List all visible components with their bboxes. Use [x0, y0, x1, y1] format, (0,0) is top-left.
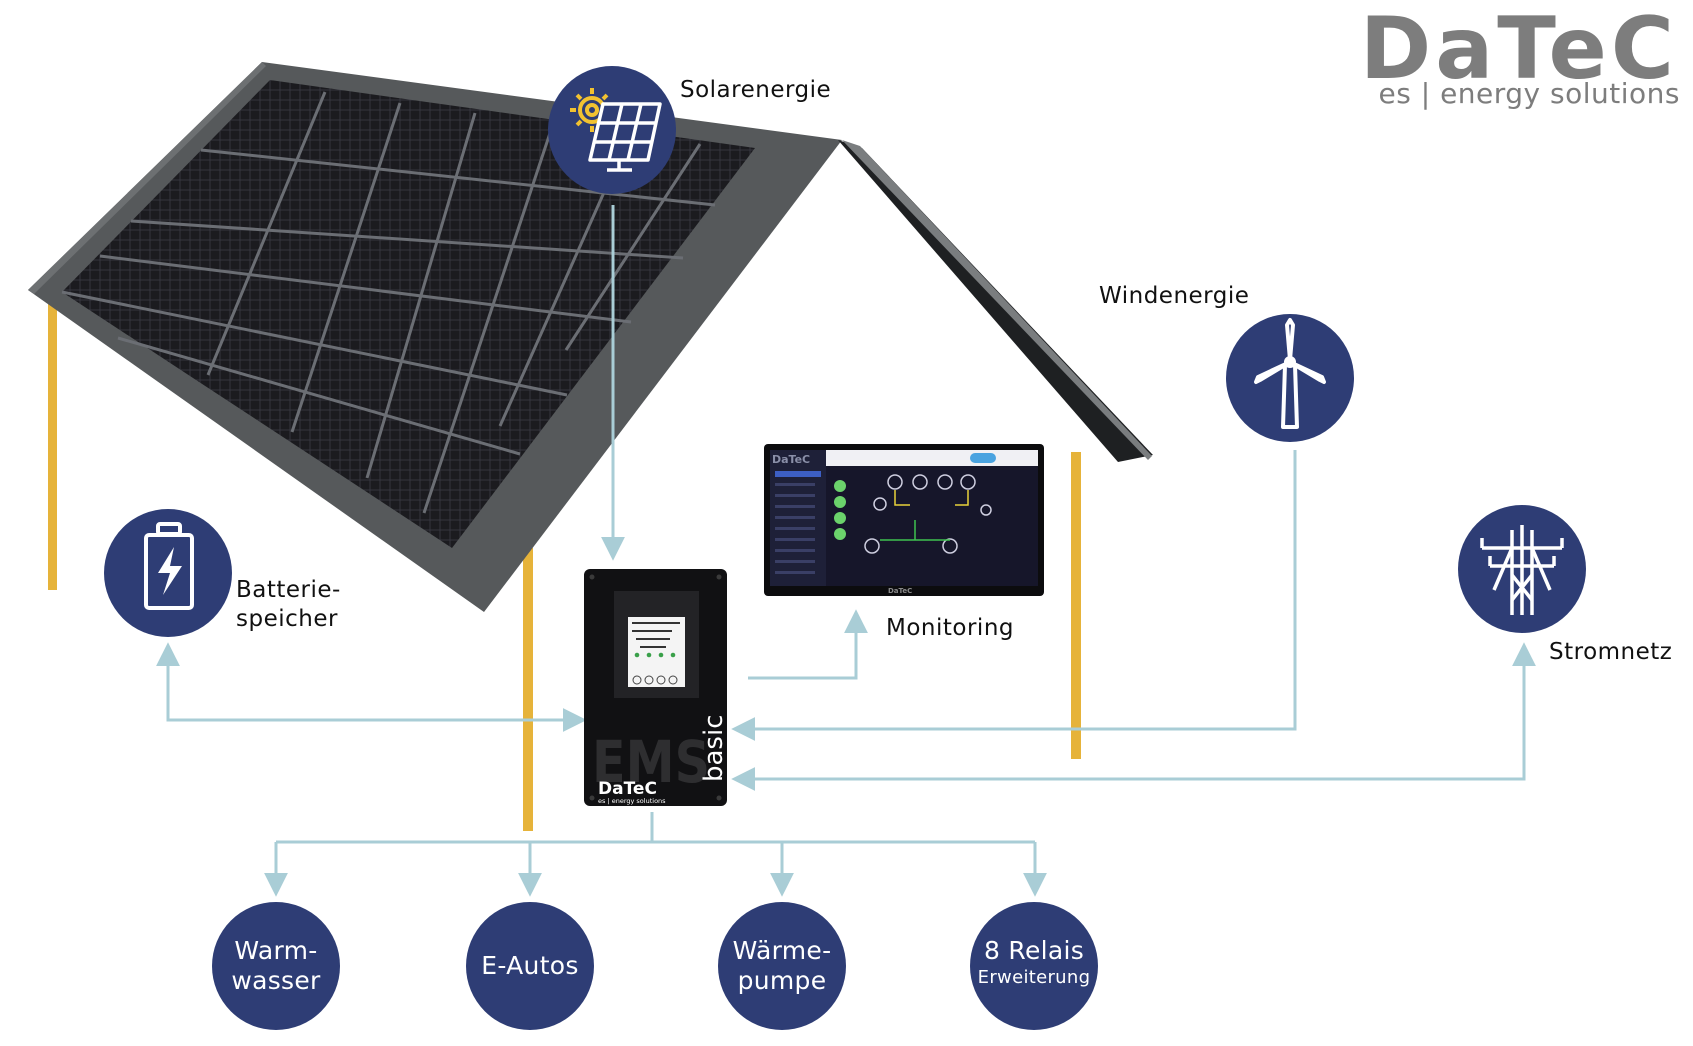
ems-basic-device: EMS basic DaTeC es | energy solutions [584, 569, 729, 806]
label-battery-line2: speicher [236, 606, 338, 632]
relais-line2: Erweiterung [977, 967, 1091, 988]
solar-circle [548, 66, 676, 194]
arrow-battery-ems [156, 642, 587, 732]
consumer-label-waermepumpe: Wärme- pumpe [718, 936, 846, 996]
consumer-circle-waermepumpe [718, 902, 846, 1030]
wind-turbine-icon [1254, 318, 1326, 429]
consumer-circle-warmwasser [212, 902, 340, 1030]
pole-left [48, 300, 57, 590]
ems-device-logo: DaTeC [598, 779, 657, 799]
solar-roof [28, 62, 1153, 612]
label-battery-line1: Batterie- [236, 577, 341, 603]
relais-line1: 8 Relais [983, 936, 1085, 965]
consumer-label-warmwasser: Warm- wasser [212, 936, 340, 996]
power-pylon-icon [1480, 525, 1564, 615]
solar-panel-array [62, 80, 755, 548]
connection-lines [156, 205, 1536, 897]
consumer-circle-eautos [466, 902, 594, 1030]
label-wind: Windenergie [1099, 283, 1250, 309]
panel-grid [61, 91, 716, 514]
datec-tagline: es | energy solutions [1378, 77, 1680, 110]
consumer-circle-relais [970, 902, 1098, 1030]
monitor-footer-logo: DaTeC [888, 587, 912, 595]
waermepumpe-line2: pumpe [737, 966, 827, 995]
arrow-grid-ems [731, 642, 1536, 791]
pole-right [1071, 452, 1081, 759]
label-monitoring: Monitoring [886, 615, 1014, 641]
pole-middle [523, 548, 533, 831]
ems-side-label: basic [699, 714, 729, 782]
battery-circle [104, 509, 232, 637]
datec-logo: DaTeC [1359, 0, 1678, 99]
label-grid: Stromnetz [1549, 639, 1673, 665]
consumer-label-relais: 8 Relais Erweiterung [970, 936, 1098, 990]
label-battery: Batterie- speicher [236, 576, 341, 634]
ems-big-letters: EMS [592, 728, 710, 796]
monitoring-tablet: DaTeC DaTeC [764, 444, 1044, 596]
ems-device-tagline: es | energy solutions [598, 797, 666, 805]
battery-charging-icon [144, 522, 194, 610]
grid-circle [1458, 505, 1586, 633]
label-solar: Solarenergie [680, 77, 832, 103]
wind-circle [1226, 314, 1354, 442]
solar-panel-sun-icon [570, 88, 662, 172]
arrow-ems-to-monitoring [748, 609, 868, 680]
warmwasser-line1: Warm- [234, 936, 318, 965]
monitor-logo: DaTeC [772, 453, 810, 466]
warmwasser-line2: wasser [231, 966, 321, 995]
roof-right-edge [842, 140, 1152, 460]
consumer-label-eautos: E-Autos [481, 951, 579, 980]
arrow-ems-to-consumers [276, 812, 654, 844]
waermepumpe-line1: Wärme- [732, 936, 832, 965]
roof-left-edge [28, 62, 266, 294]
